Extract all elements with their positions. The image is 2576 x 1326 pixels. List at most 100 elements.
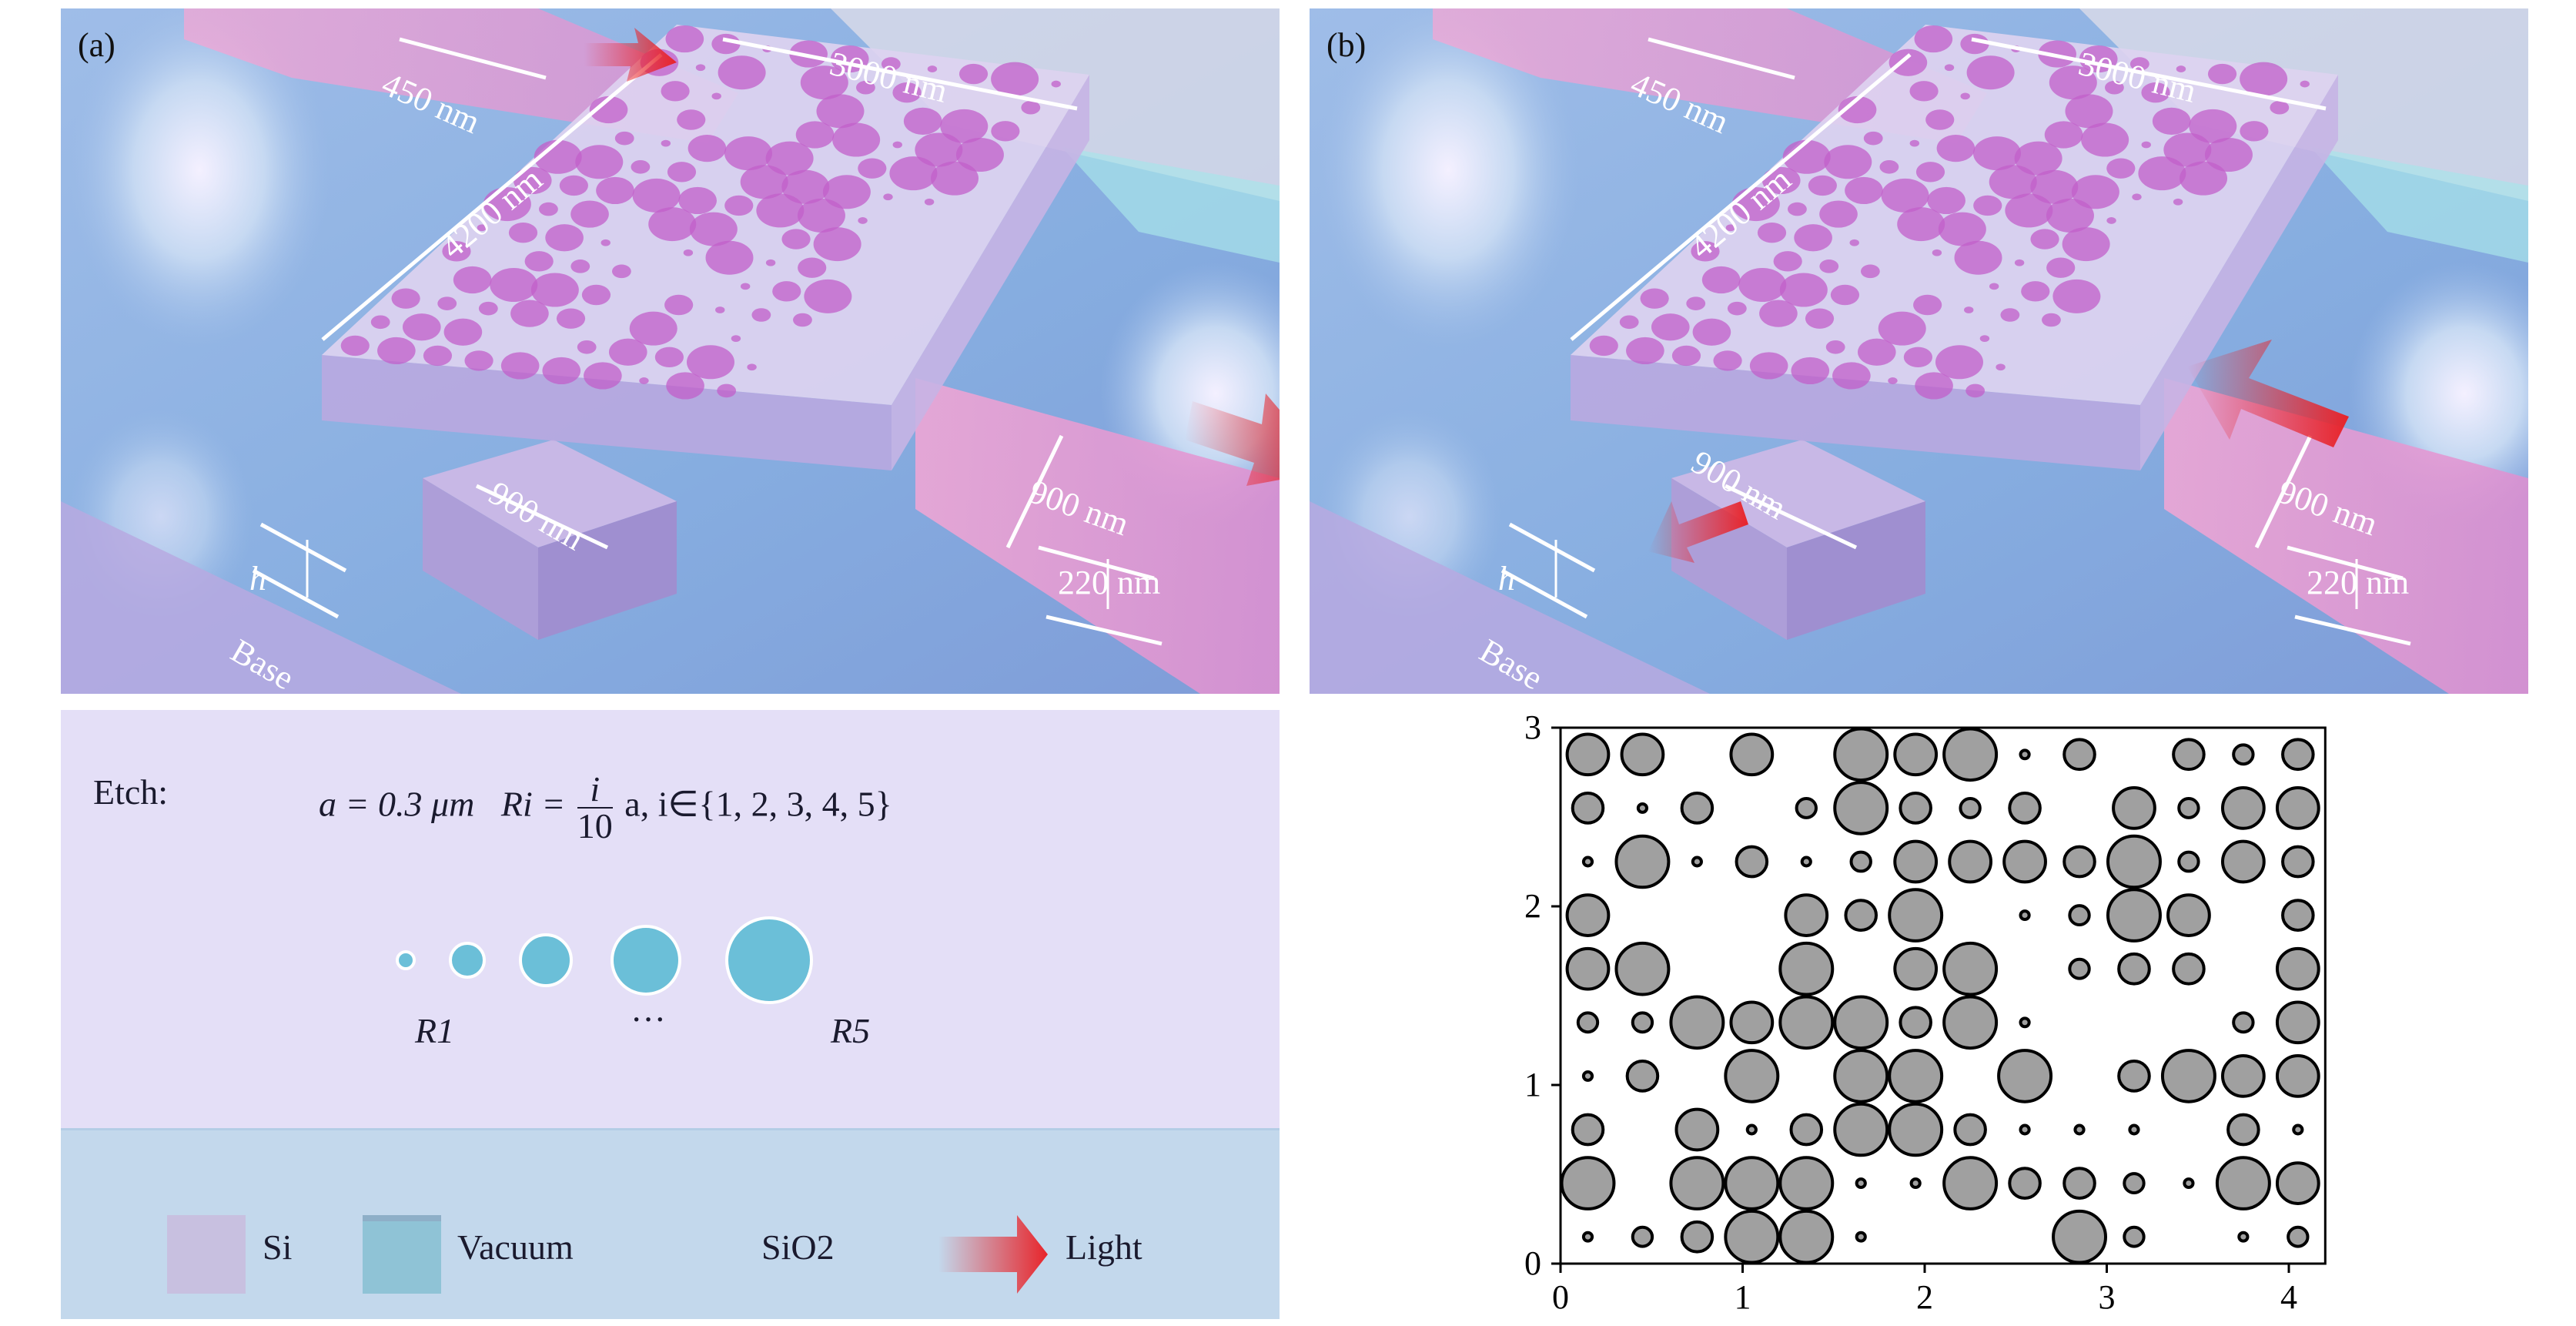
etched-hole <box>2189 109 2237 143</box>
etched-hole <box>858 217 868 224</box>
hole-circle <box>1560 1156 1616 1210</box>
etched-hole <box>1909 81 1939 102</box>
etched-hole <box>664 294 694 316</box>
etched-hole <box>391 288 420 309</box>
etched-hole <box>661 81 690 102</box>
etched-hole <box>1888 377 1898 384</box>
etched-hole <box>1686 296 1706 310</box>
hole-sample-r4 <box>611 925 681 996</box>
hole-sample-r5 <box>725 916 813 1004</box>
etched-hole <box>1819 260 1839 273</box>
etched-hole <box>1759 300 1798 327</box>
etched-hole <box>1794 224 1832 252</box>
etched-hole <box>581 284 611 306</box>
etched-hole <box>1701 266 1741 294</box>
etched-hole <box>689 212 738 246</box>
hole-circle <box>1833 727 1889 782</box>
right-output-waveguide <box>2164 378 2528 694</box>
hole-circle <box>1581 1231 1594 1243</box>
dimension-line <box>259 522 347 573</box>
etched-hole <box>423 345 453 367</box>
etched-hole <box>596 176 634 205</box>
etched-hole <box>570 260 590 273</box>
hole-circle <box>1948 839 1993 884</box>
hole-circle <box>2062 845 2096 879</box>
etched-hole <box>1979 335 1990 343</box>
etched-hole <box>2042 313 2061 327</box>
etched-hole <box>1944 64 1955 72</box>
etched-hole <box>1626 337 1664 365</box>
hole-circle <box>1778 1156 1835 1210</box>
etched-hole <box>686 345 734 380</box>
hole-circle <box>2275 946 2320 991</box>
panel-a-tag: (a) <box>78 26 115 64</box>
hole-circle <box>1959 796 1982 819</box>
etched-hole <box>765 141 814 176</box>
etched-hole <box>1973 136 2022 171</box>
etched-hole <box>464 350 493 371</box>
etched-hole <box>1932 249 1942 256</box>
hole-circle <box>2019 1016 2031 1029</box>
etched-hole <box>1773 251 1802 272</box>
hole-circle <box>2062 1167 2096 1200</box>
hole-circle <box>2232 1011 2255 1034</box>
etched-hole <box>858 158 887 179</box>
etched-hole <box>813 227 861 262</box>
lattice-constant: a = 0.3 μm <box>319 784 475 824</box>
etched-hole <box>1671 345 1701 367</box>
etched-hole <box>715 306 725 313</box>
etched-hole <box>442 241 471 262</box>
fraction-numerator: i <box>577 772 613 809</box>
slab-side <box>322 355 892 470</box>
etched-hole <box>747 363 757 371</box>
slab-side <box>2140 75 2338 470</box>
etched-hole <box>510 300 549 327</box>
x-tick-label: 0 <box>1552 1278 1569 1316</box>
hole-circle <box>1844 899 1878 932</box>
hole-circle <box>1800 856 1812 868</box>
hole-circle <box>2172 952 2206 986</box>
hole-circle <box>2123 1225 2146 1248</box>
etched-hole <box>927 65 938 72</box>
hole-circle <box>1680 1220 1715 1254</box>
etched-hole <box>665 25 704 53</box>
hole-circle <box>2019 909 2031 922</box>
etched-hole <box>1691 241 1720 262</box>
hole-circle <box>2275 1161 2320 1205</box>
etched-hole <box>1996 363 2006 371</box>
etched-hole <box>1889 49 1928 76</box>
etched-hole <box>798 257 827 278</box>
etched-hole <box>477 224 487 232</box>
field-glow <box>1317 8 1579 347</box>
etched-hole <box>2176 65 2186 72</box>
etched-hole <box>1830 284 1860 306</box>
device-render-b <box>1310 8 2528 694</box>
etched-hole <box>1788 202 1807 216</box>
etched-hole <box>437 296 457 310</box>
etched-hole <box>677 109 706 130</box>
light-arrow-icon <box>584 28 677 82</box>
etched-hole <box>1738 268 1787 302</box>
etched-hole <box>958 63 989 85</box>
x-tick-label: 4 <box>2280 1278 2297 1316</box>
dimension-line <box>2287 545 2404 581</box>
hole-circle <box>1942 1156 1999 1210</box>
dimension-line <box>1045 614 1163 646</box>
etched-hole <box>804 279 852 313</box>
slab-side <box>1571 355 2140 470</box>
hole-circle <box>2232 743 2255 766</box>
hole-circle <box>1614 834 1671 889</box>
y-tick-label: 0 <box>1524 1244 1541 1282</box>
cladding-edge <box>1062 147 1280 263</box>
etched-hole <box>2204 138 2253 172</box>
hole-circle <box>1735 845 1769 879</box>
hole-circle <box>1888 888 1944 943</box>
etched-hole <box>816 94 865 129</box>
etched-hole <box>1913 294 1942 316</box>
etched-hole <box>589 95 628 124</box>
etched-hole <box>1849 239 1859 246</box>
etched-hole <box>611 264 631 279</box>
bottom-waveguide-front <box>538 501 677 640</box>
etched-hole <box>1927 186 1965 215</box>
